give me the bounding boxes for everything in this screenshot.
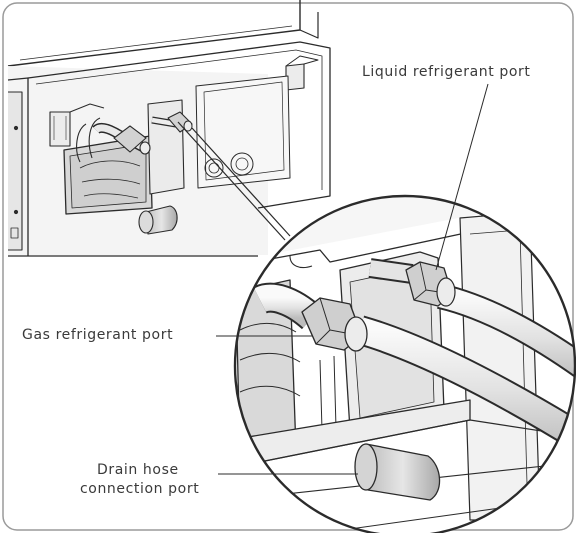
magnifier-leaders bbox=[177, 121, 291, 241]
callout-lines bbox=[216, 83, 489, 475]
drain-hose-label-line2: connection port bbox=[80, 481, 200, 497]
drain-hose-label-line1: Drain hose bbox=[97, 462, 179, 478]
magnifier-circle bbox=[233, 194, 576, 533]
liquid-port-leader bbox=[435, 83, 489, 271]
indoor-unit bbox=[7, 0, 331, 257]
liquid-refrigerant-port-label: Liquid refrigerant port bbox=[362, 64, 531, 80]
gas-refrigerant-port-label: Gas refrigerant port bbox=[22, 327, 174, 343]
